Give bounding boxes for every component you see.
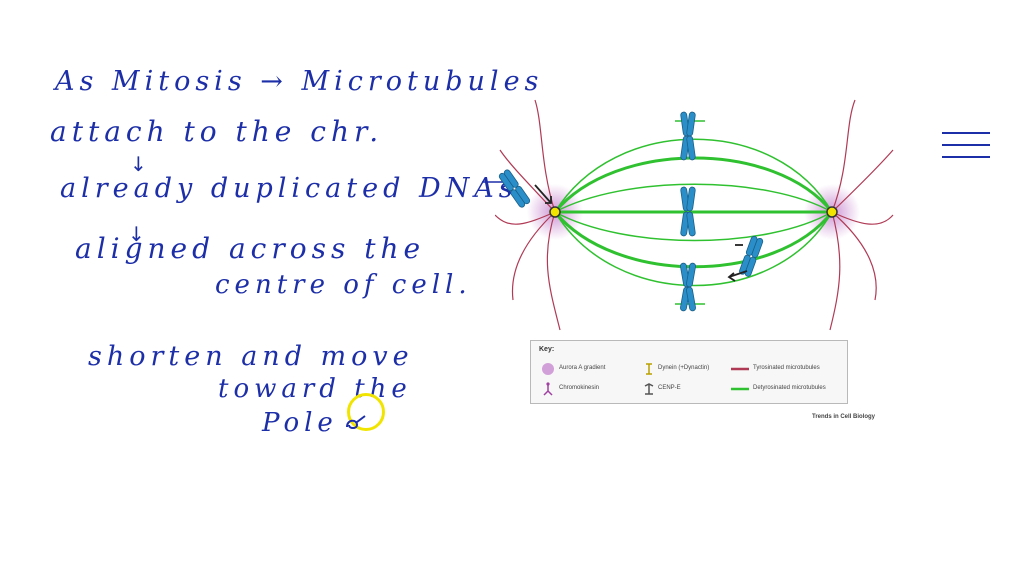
note-line-7: toward the <box>218 374 412 404</box>
pen-mark-icon <box>346 415 366 429</box>
key-label-cenp-e: CENP-E <box>658 385 681 391</box>
key-label-chromokinesin: Chromokinesin <box>559 385 600 391</box>
aurora-gradient-icon <box>542 363 554 375</box>
cenp-e-icon <box>644 383 654 395</box>
chromosome <box>498 169 531 208</box>
key-label-aurora: Aurora A gradient <box>559 365 606 371</box>
detyrosinated-line-icon <box>731 387 749 391</box>
key-label-tyrosinated: Tyrosinated microtubules <box>753 365 820 371</box>
diagram-key: Key: Aurora A gradient Chromokinesin Dyn… <box>530 340 848 404</box>
spindle-pole-right <box>826 206 838 218</box>
chromosome <box>739 235 764 277</box>
note-line-2: attach to the chr. <box>50 115 384 148</box>
note-line-6: shorten and move <box>88 341 414 372</box>
tyrosinated-line-icon <box>731 367 749 371</box>
chromosome <box>680 262 696 312</box>
note-line-3: already duplicated DNAs <box>60 173 518 204</box>
motion-arrow-icon <box>534 184 748 282</box>
spindle-pole-left <box>549 206 561 218</box>
dynein-icon <box>646 363 652 375</box>
chromosome <box>680 111 696 161</box>
chromosome <box>680 186 696 237</box>
mitotic-spindle-diagram <box>495 99 894 331</box>
note-line-5: centre of cell. <box>215 270 472 300</box>
note-line-1: As Mitosis → Microtubules <box>55 66 544 97</box>
note-line-8: Pole <box>262 408 338 438</box>
key-label-dynein: Dynein (+Dynactin) <box>658 365 710 371</box>
note-line-4: aligned across the <box>75 232 426 265</box>
down-arrow-icon: ↓ <box>128 222 145 246</box>
source-credit: Trends in Cell Biology <box>812 414 876 420</box>
key-title: Key: <box>539 346 555 353</box>
tyrosinated-microtubules <box>495 99 894 331</box>
pen-cursor-highlight <box>347 393 385 431</box>
key-label-detyrosinated: Detyrosinated microtubules <box>753 385 826 391</box>
hamburger-menu-icon[interactable] <box>942 132 990 162</box>
chromokinesin-icon <box>543 382 553 396</box>
down-arrow-icon: ↓ <box>130 152 147 176</box>
